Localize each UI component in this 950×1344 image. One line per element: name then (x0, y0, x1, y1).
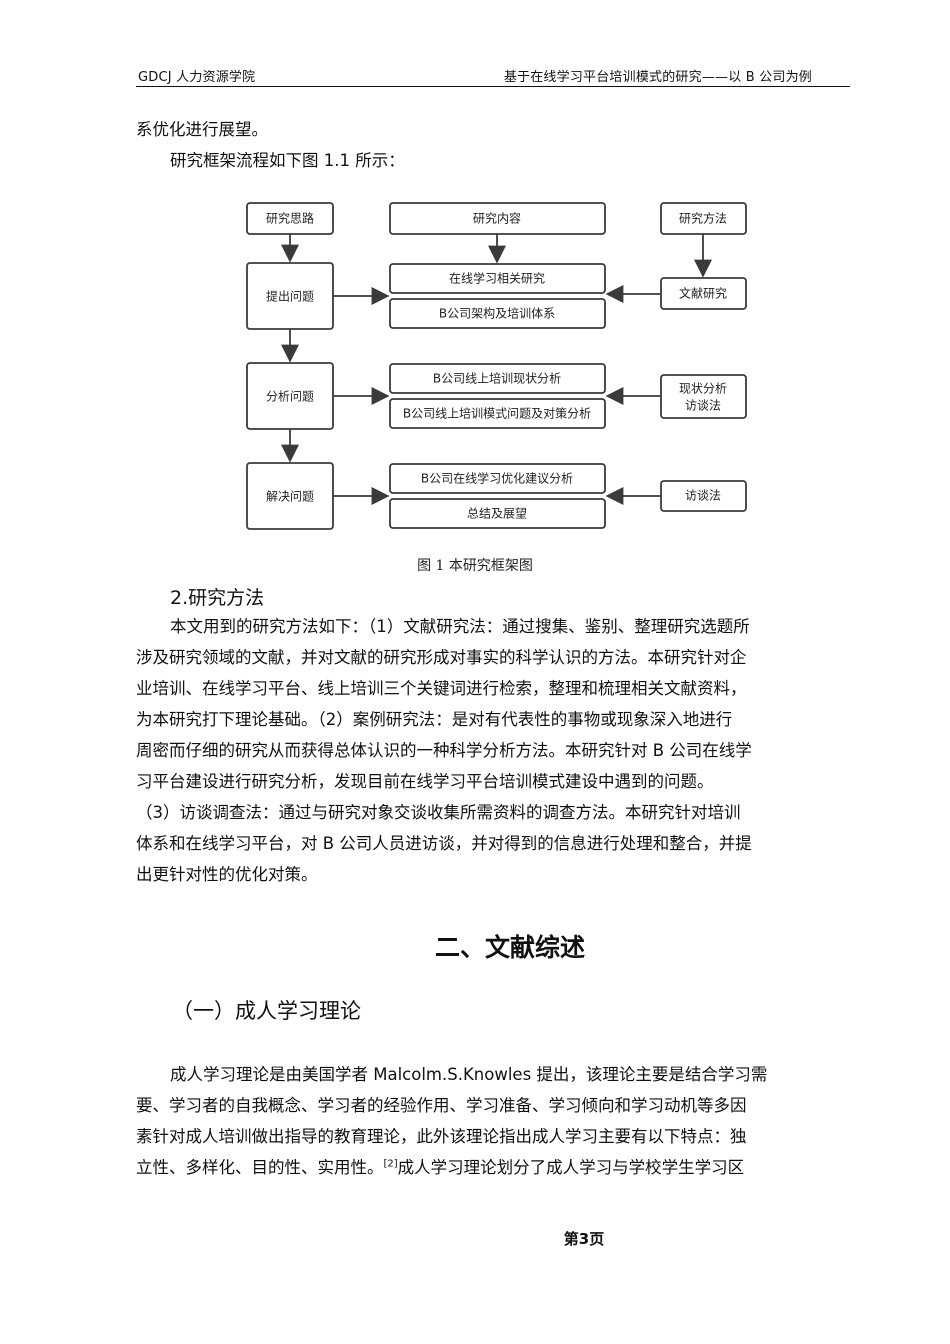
box-raise-question: 提出问题 (246, 262, 334, 330)
svg-text:提出问题: 提出问题 (266, 289, 314, 304)
methods-line: 体系和在线学习平台，对 B 公司人员进访谈，并对得到的信息进行处理和整合，并提 (136, 834, 752, 853)
box-interview: 访谈法 (660, 480, 747, 512)
adult-line-pre: 立性、多样化、目的性、实用性。 (136, 1158, 384, 1177)
svg-text:访谈法: 访谈法 (685, 489, 721, 503)
box-literature-research: 文献研究 (660, 277, 747, 310)
box-summary-outlook: 总结及展望 (389, 498, 606, 529)
box-research-method: 研究方法 (660, 202, 747, 235)
box-analyze-question: 分析问题 (246, 362, 334, 430)
box-status-interview: 现状分析 访谈法 (660, 374, 747, 419)
chapter-title: 二、文献综述 (434, 933, 585, 962)
box-research-content: 研究内容 (389, 202, 606, 235)
methods-line: 出更针对性的优化对策。 (136, 865, 318, 884)
figure-caption: 图 1 本研究框架图 (417, 558, 533, 574)
header-institution: GDCJ 人力资源学院 (138, 70, 256, 85)
svg-text:总结及展望: 总结及展望 (467, 507, 527, 521)
svg-text:文献研究: 文献研究 (679, 286, 727, 301)
intro-line-2: 研究框架流程如下图 1.1 所示： (170, 151, 405, 170)
methods-line: 为本研究打下理论基础。（2）案例研究法：是对有代表性的事物或现象深入地进行 (136, 710, 733, 729)
adult-line: 素针对成人培训做出指导的教育理论，此外该理论指出成人学习主要有以下特点：独 (136, 1127, 747, 1146)
box-solve-question: 解决问题 (246, 462, 334, 530)
svg-text:解决问题: 解决问题 (266, 490, 314, 504)
methods-line: 涉及研究领域的文献，并对文献的研究形成对事实的科学认识的方法。本研究针对企 (136, 648, 747, 667)
svg-text:B公司架构及培训体系: B公司架构及培训体系 (439, 306, 555, 321)
svg-text:访谈法: 访谈法 (685, 399, 721, 413)
methods-line: 业培训、在线学习平台、线上培训三个关键词进行检索，整理和梳理相关文献资料， (136, 679, 747, 698)
methods-line: 本文用到的研究方法如下：（1）文献研究法：通过搜集、鉴别、整理研究选题所 (170, 617, 750, 636)
svg-text:研究内容: 研究内容 (473, 211, 521, 226)
svg-text:B公司线上培训模式问题及对策分析: B公司线上培训模式问题及对策分析 (403, 406, 591, 421)
box-research-idea: 研究思路 (246, 202, 334, 235)
adult-line-post: 成人学习理论划分了成人学习与学校学生学习区 (397, 1158, 745, 1177)
box-online-learning-research: 在线学习相关研究 (389, 263, 606, 294)
research-framework-diagram: 研究思路 提出问题 分析问题 解决问题 研究内容 在线学习相关研究 B公司架构及… (246, 202, 747, 530)
methods-line: （3）访谈调查法：通过与研究对象交谈收集所需资料的调查方法。本研究针对培训 (136, 803, 741, 822)
header-divider (136, 86, 850, 87)
svg-text:现状分析: 现状分析 (679, 382, 727, 396)
box-optimization-suggestions: B公司在线学习优化建议分析 (389, 463, 606, 494)
intro-paragraph: 系优化进行展望。 研究框架流程如下图 1.1 所示： (136, 114, 852, 176)
svg-text:分析问题: 分析问题 (266, 390, 314, 404)
adult-line: 成人学习理论是由美国学者 Malcolm.S.Knowles 提出，该理论主要是… (170, 1065, 768, 1084)
adult-line-last: 立性、多样化、目的性、实用性。[2]成人学习理论划分了成人学习与学校学生学习区 (136, 1152, 852, 1183)
methods-paragraph: 本文用到的研究方法如下：（1）文献研究法：通过搜集、鉴别、整理研究选题所 涉及研… (136, 611, 852, 890)
svg-text:B公司在线学习优化建议分析: B公司在线学习优化建议分析 (421, 471, 573, 486)
svg-text:研究思路: 研究思路 (266, 211, 314, 226)
svg-text:在线学习相关研究: 在线学习相关研究 (449, 271, 545, 286)
adult-line: 要、学习者的自我概念、学习者的经验作用、学习准备、学习倾向和学习动机等多因 (136, 1096, 747, 1115)
header-paper-title: 基于在线学习平台培训模式的研究——以 B 公司为例 (503, 70, 812, 85)
page-number: 第3页 (563, 1230, 605, 1248)
box-online-training-status: B公司线上培训现状分析 (389, 363, 606, 394)
svg-text:B公司线上培训现状分析: B公司线上培训现状分析 (433, 371, 561, 386)
section-heading-methods: 2.研究方法 (170, 587, 265, 609)
methods-line: 习平台建设进行研究分析，发现目前在线学习平台培训模式建设中遇到的问题。 (136, 772, 714, 791)
box-company-structure: B公司架构及培训体系 (389, 298, 606, 329)
adult-learning-paragraph: 成人学习理论是由美国学者 Malcolm.S.Knowles 提出，该理论主要是… (136, 1059, 852, 1183)
box-training-problems: B公司线上培训模式问题及对策分析 (389, 398, 606, 429)
svg-text:研究方法: 研究方法 (679, 211, 727, 226)
section-subtitle: （一）成人学习理论 (172, 999, 361, 1023)
citation-ref[interactable]: [2] (383, 1158, 398, 1170)
methods-line: 周密而仔细的研究从而获得总体认识的一种科学分析方法。本研究针对 B 公司在线学 (136, 741, 752, 760)
intro-line-1: 系优化进行展望。 (136, 120, 268, 139)
